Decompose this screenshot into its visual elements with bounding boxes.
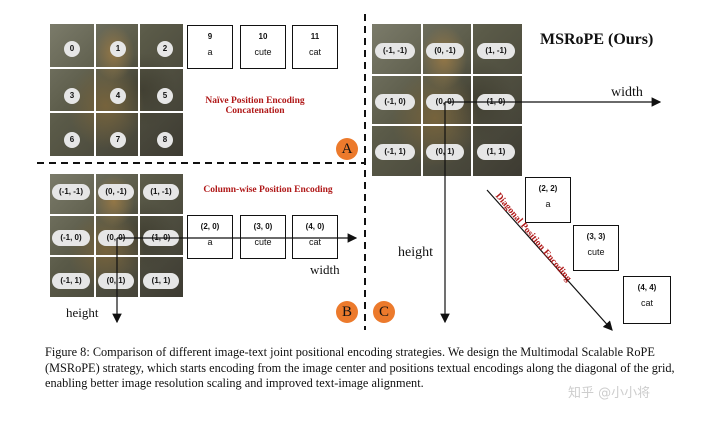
token-box: (2, 2)a [525, 177, 571, 223]
grid-label: (1, 1) [477, 144, 515, 160]
grid-label: (-1, 0) [52, 230, 90, 246]
grid-label: (1, -1) [143, 184, 179, 200]
grid-label: (-1, 0) [375, 94, 415, 110]
grid-label: 6 [64, 132, 80, 148]
token-box: (4, 4)cat [623, 276, 671, 324]
separator-lines [37, 14, 366, 330]
grid-label: 2 [157, 41, 173, 57]
token-box: (4, 0)cat [292, 215, 338, 259]
token-box: (2, 0)a [187, 215, 233, 259]
grid-label: (0, -1) [98, 184, 134, 200]
panel-c-width-label: width [611, 85, 643, 100]
grid-label: 3 [64, 88, 80, 104]
watermark: 知乎 @小小将 [568, 386, 651, 401]
grid-label: (0, 1) [98, 273, 134, 289]
panel-b-title: Column-wise Position Encoding [203, 185, 333, 195]
panel-a-letter: A [336, 138, 358, 160]
token-box: (3, 3)cute [573, 225, 619, 271]
figure-caption: Figure 8: Comparison of different image-… [45, 345, 675, 390]
grid-label: (1, -1) [477, 43, 515, 59]
grid-label: (-1, 1) [52, 273, 90, 289]
grid-label: (-1, 1) [375, 144, 415, 160]
panel-c-title: MSRoPE (Ours) [540, 31, 654, 48]
panel-b-letter: B [336, 301, 358, 323]
panel-b-axes [112, 233, 358, 324]
panel-b-height-label: height [66, 305, 99, 320]
panel-c-axes [440, 97, 662, 331]
grid-label: (0, -1) [426, 43, 464, 59]
grid-label: 1 [110, 41, 126, 57]
grid-label: (0, 0) [98, 230, 134, 246]
panel-c-height-label: height [398, 245, 433, 260]
grid-label: 4 [110, 88, 126, 104]
grid-label: 8 [157, 132, 173, 148]
panel-b-width-label: width [310, 262, 340, 277]
grid-label: 0 [64, 41, 80, 57]
grid-label: (-1, -1) [52, 184, 90, 200]
grid-label: (-1, -1) [375, 43, 415, 59]
grid-label: 7 [110, 132, 126, 148]
token-box: (3, 0)cute [240, 215, 286, 259]
panel-c-letter: C [373, 301, 395, 323]
grid-label: (1, 1) [143, 273, 179, 289]
grid-label: 5 [157, 88, 173, 104]
